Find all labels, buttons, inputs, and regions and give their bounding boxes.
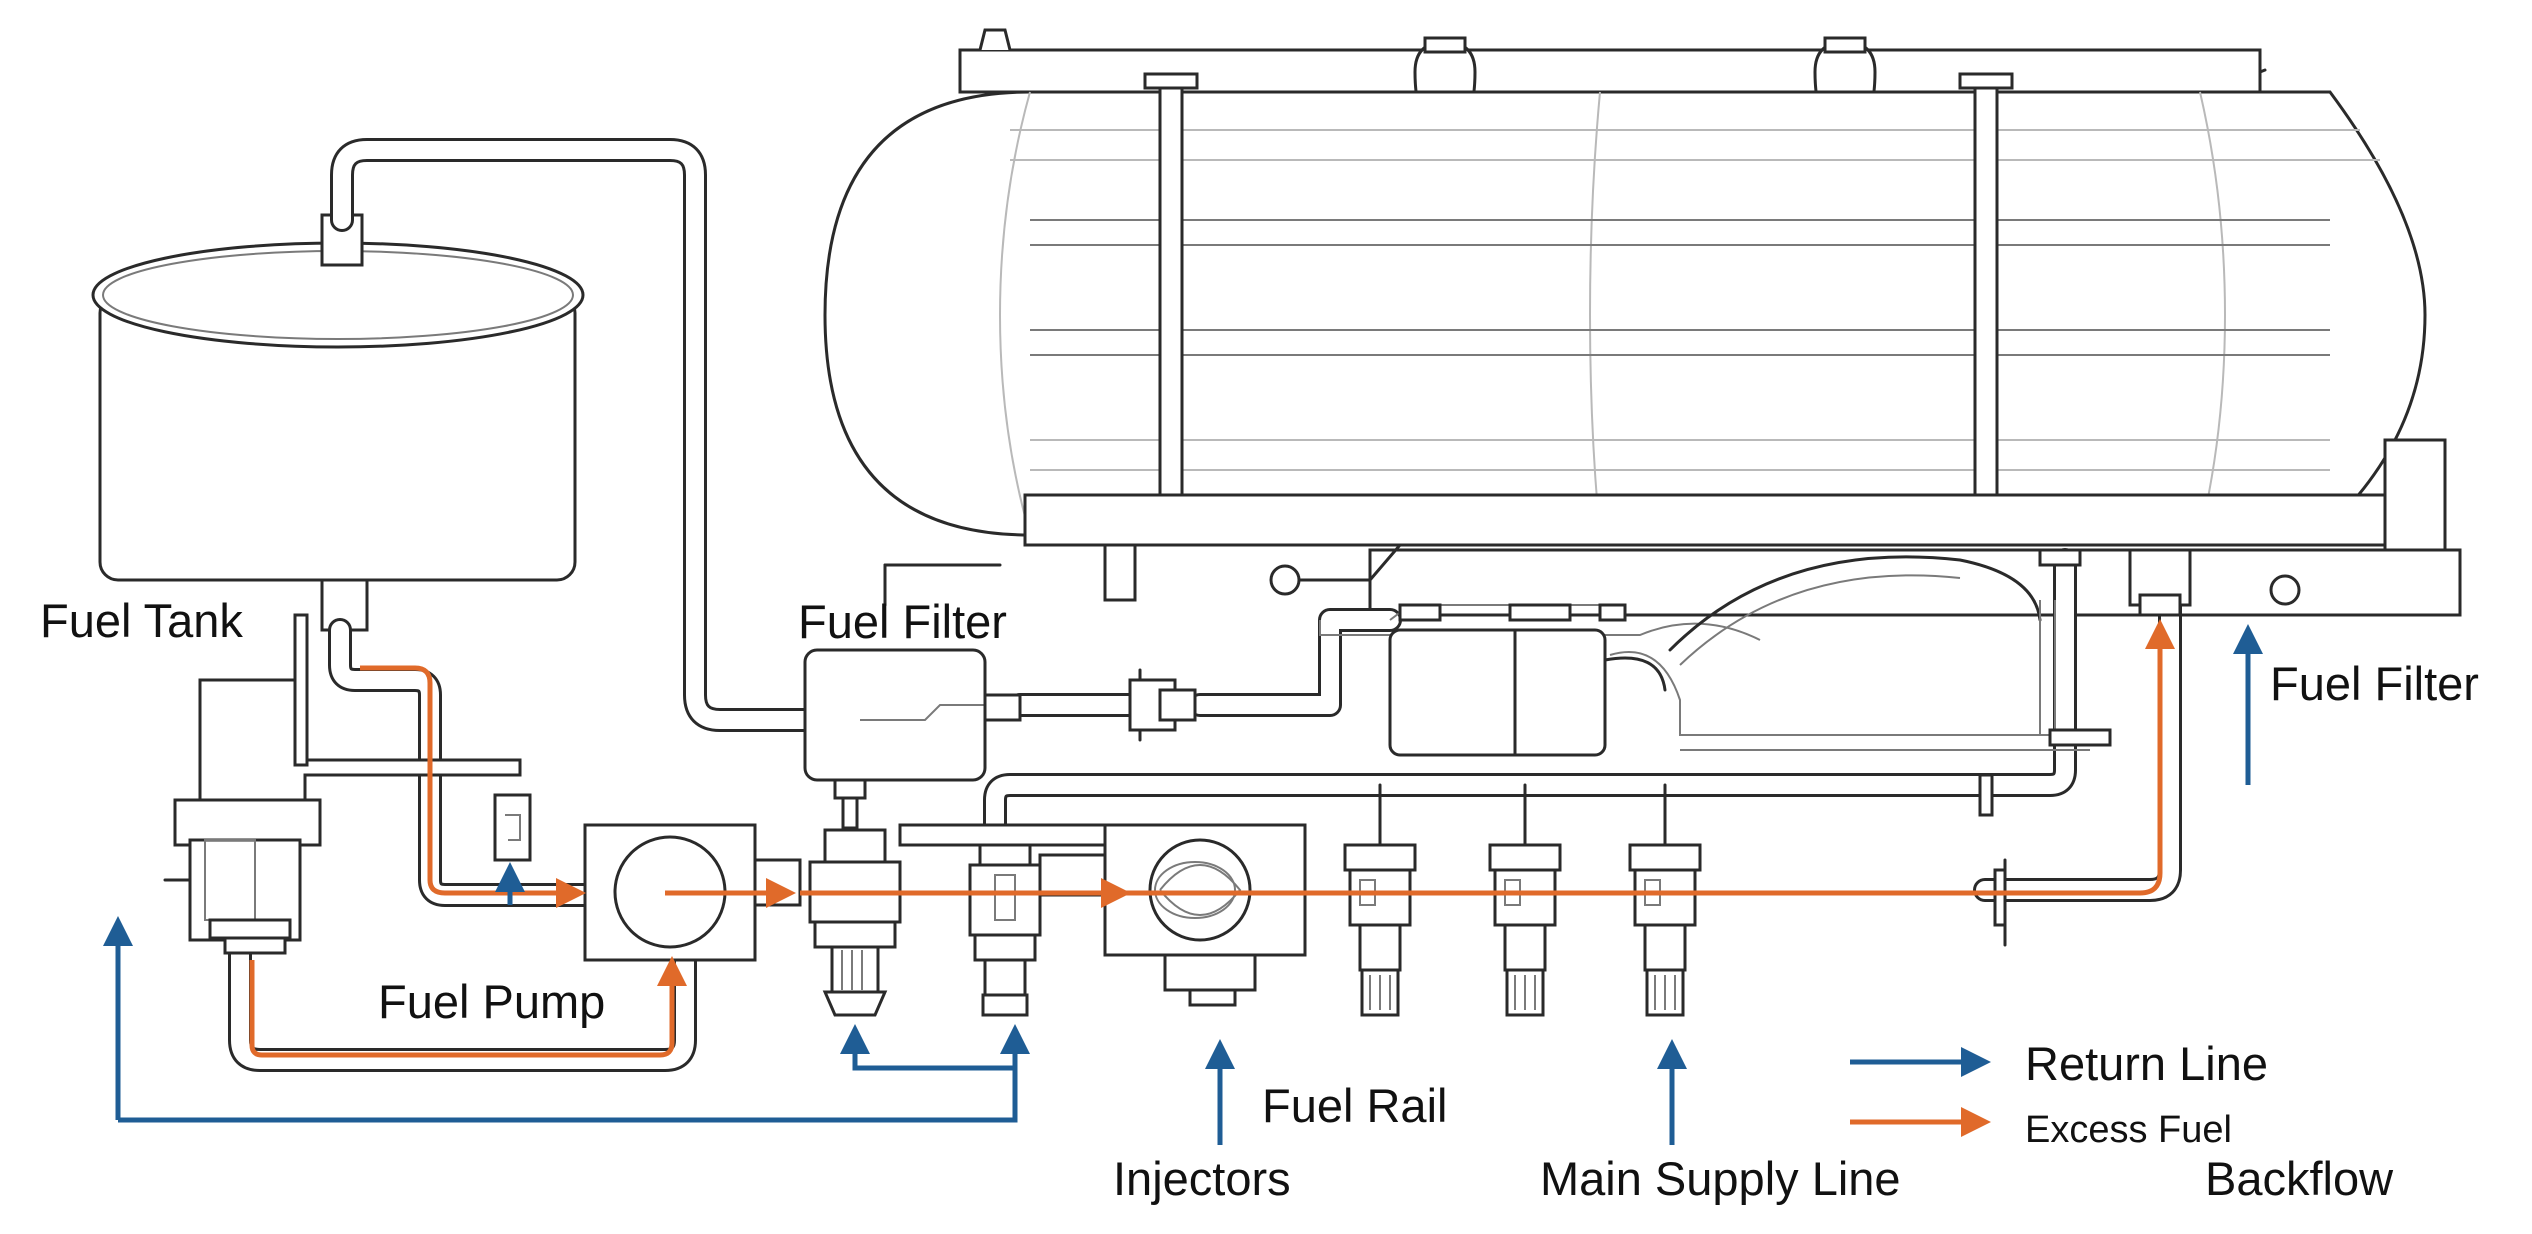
storage-tank xyxy=(823,28,2462,617)
legend-backflow-label: Backflow xyxy=(2205,1152,2394,1205)
fuel-rail-label: Fuel Rail xyxy=(1262,1079,1447,1132)
legend-return-line-label: Return Line xyxy=(2025,1037,2268,1090)
injector-3 xyxy=(1628,783,1702,1017)
injector-2 xyxy=(1488,783,1562,1017)
fuel-pump-housing xyxy=(163,613,532,955)
valve-left xyxy=(808,828,902,1017)
fuel-rail xyxy=(1103,823,1307,1007)
fuel-tank-label: Fuel Tank xyxy=(40,594,243,647)
injector-1 xyxy=(1343,783,1417,1017)
return-line-flow xyxy=(103,624,2263,1145)
pipe-network xyxy=(228,138,2182,1072)
fuel-tank xyxy=(91,213,585,632)
legend-excess-fuel-label: Excess Fuel xyxy=(2025,1109,2232,1151)
injector-rail-upper xyxy=(1978,773,2007,927)
secondary-filter-unit xyxy=(1388,603,1667,757)
fuel-filter-right-label: Fuel Filter xyxy=(2270,657,2479,710)
inline-coupling xyxy=(1128,668,1197,742)
legend: Return Line Excess Fuel Backflow xyxy=(1850,1037,2394,1205)
tank-outlet-fitting xyxy=(2003,548,2192,947)
main-supply-line-label: Main Supply Line xyxy=(1540,1152,1901,1205)
fuel-filter xyxy=(803,648,1022,830)
fuel-pump-label: Fuel Pump xyxy=(378,975,605,1028)
excess-fuel-flow xyxy=(249,619,2175,1058)
injectors-label: Injectors xyxy=(1113,1152,1291,1205)
fuel-filter-top-label: Fuel Filter xyxy=(798,595,1007,648)
valve-right xyxy=(968,833,1042,1017)
